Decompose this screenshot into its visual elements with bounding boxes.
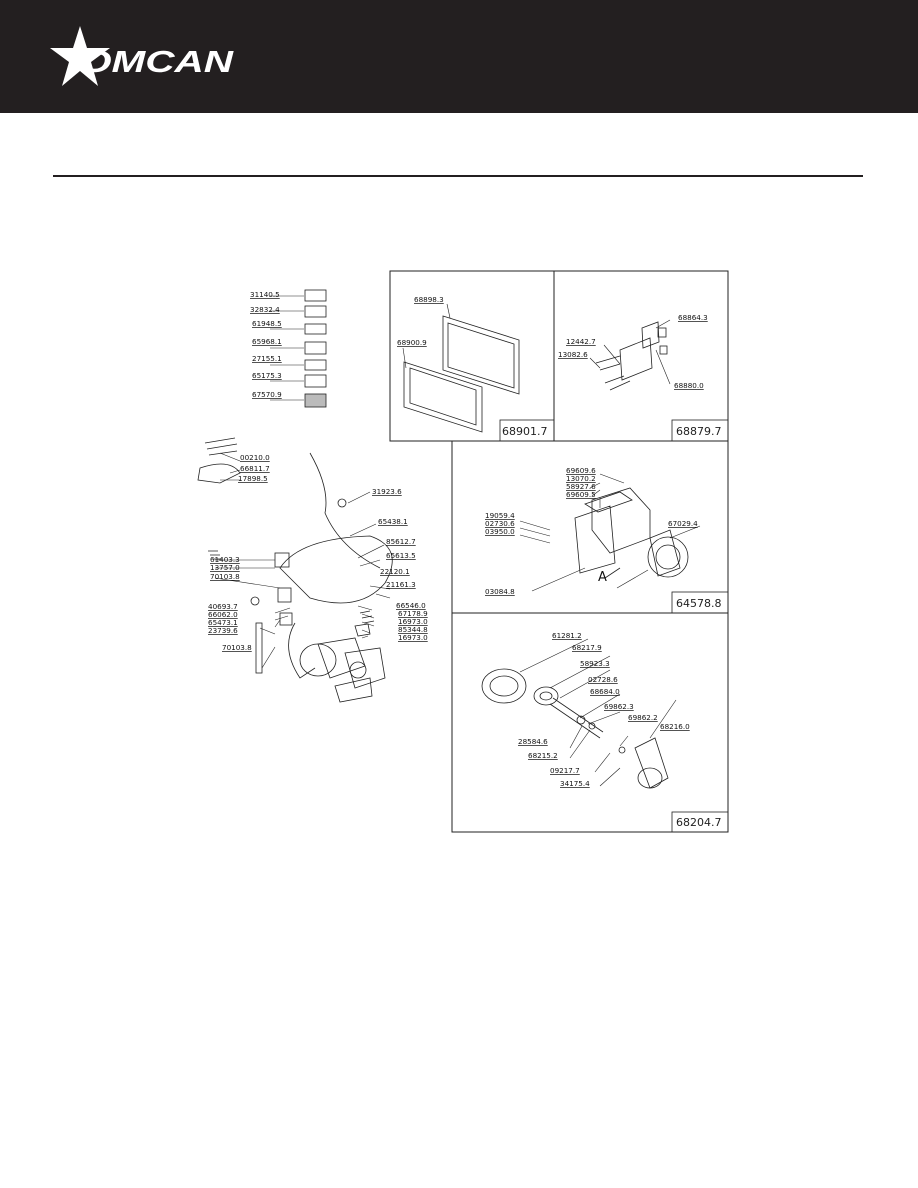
door-panel-label: 68901.7 (502, 425, 548, 438)
part-number: 68216.0 (660, 722, 690, 731)
part-number: 19059.4 (485, 511, 515, 520)
part-number: 28584.6 (518, 737, 548, 746)
part-number: 68215.2 (528, 751, 558, 760)
brand-wordmark: OMCAN (80, 44, 234, 79)
part-number: 21161.3 (386, 580, 416, 589)
part-number: 03950.0 (485, 527, 515, 536)
part-number: 16973.0 (398, 617, 428, 626)
part-number: 69609.5 (566, 490, 596, 499)
part-number: 67178.9 (398, 609, 428, 618)
part-number: 27155.1 (252, 354, 282, 363)
part-number: 68217.9 (572, 643, 602, 652)
part-number: 66062.0 (208, 610, 238, 619)
part-number: 34175.4 (560, 779, 590, 788)
part-number: 66811.7 (240, 464, 270, 473)
part-number: 68880.0 (674, 381, 704, 390)
part-number: 65438.1 (378, 517, 408, 526)
part-number: 03084.8 (485, 587, 515, 596)
omcan-logo: OMCAN (50, 26, 234, 86)
part-number: 12442.7 (566, 337, 596, 346)
part-number: 13082.6 (558, 350, 588, 359)
part-number: 65613.5 (386, 551, 416, 560)
page-header: OMCAN (0, 0, 918, 113)
part-number: 16973.0 (398, 633, 428, 642)
part-number: 69862.2 (628, 713, 658, 722)
part-number: 23739.6 (208, 626, 238, 635)
part-number: 70103.8 (210, 572, 240, 581)
part-number: 61948.5 (252, 319, 282, 328)
valve-panel-label: 68204.7 (676, 816, 722, 829)
part-number: 69862.3 (604, 702, 634, 711)
star-icon (50, 26, 110, 86)
part-number: 61281.2 (552, 631, 582, 640)
part-number: 02728.6 (588, 675, 618, 684)
part-number: 65175.3 (252, 371, 282, 380)
part-number: 58927.6 (566, 482, 596, 491)
part-number: 00210.0 (240, 453, 270, 462)
part-number: 68864.3 (678, 313, 708, 322)
part-number: 68900.9 (397, 338, 427, 347)
part-number: 68898.3 (414, 295, 444, 304)
part-number: 85344.8 (398, 625, 428, 634)
motor-marker: A (598, 570, 607, 585)
header-rule (53, 175, 863, 177)
motor-panel-label: 64578.8 (676, 597, 722, 610)
part-number: 66546.0 (396, 601, 426, 610)
part-number: 69609.6 (566, 466, 596, 475)
part-number: 13757.0 (210, 563, 240, 572)
part-number: 17898.5 (238, 474, 268, 483)
part-number: 31923.6 (372, 487, 402, 496)
part-number: 22120.1 (380, 567, 410, 576)
part-number: 09217.7 (550, 766, 580, 775)
part-number: 70103.8 (222, 643, 252, 652)
part-number: 31140.5 (250, 290, 280, 299)
part-number: 58923.3 (580, 659, 610, 668)
part-number: 02730.6 (485, 519, 515, 528)
part-number: 85612.7 (386, 537, 416, 546)
part-number: 40693.7 (208, 602, 238, 611)
valve-panel (451, 612, 729, 833)
part-number: 65968.1 (252, 337, 282, 346)
part-number: 61403.3 (210, 555, 240, 564)
exploded-parts-diagram: 68901.7 68879.7 64578.8 68204.7 A 31140.… (197, 270, 729, 833)
part-number: 65473.1 (208, 618, 238, 627)
part-number: 67029.4 (668, 519, 698, 528)
part-number: 13070.2 (566, 474, 596, 483)
bracket-panel-label: 68879.7 (676, 425, 722, 438)
part-number: 67570.9 (252, 390, 282, 399)
part-number: 32832.4 (250, 305, 280, 314)
part-number: 68684.0 (590, 687, 620, 696)
